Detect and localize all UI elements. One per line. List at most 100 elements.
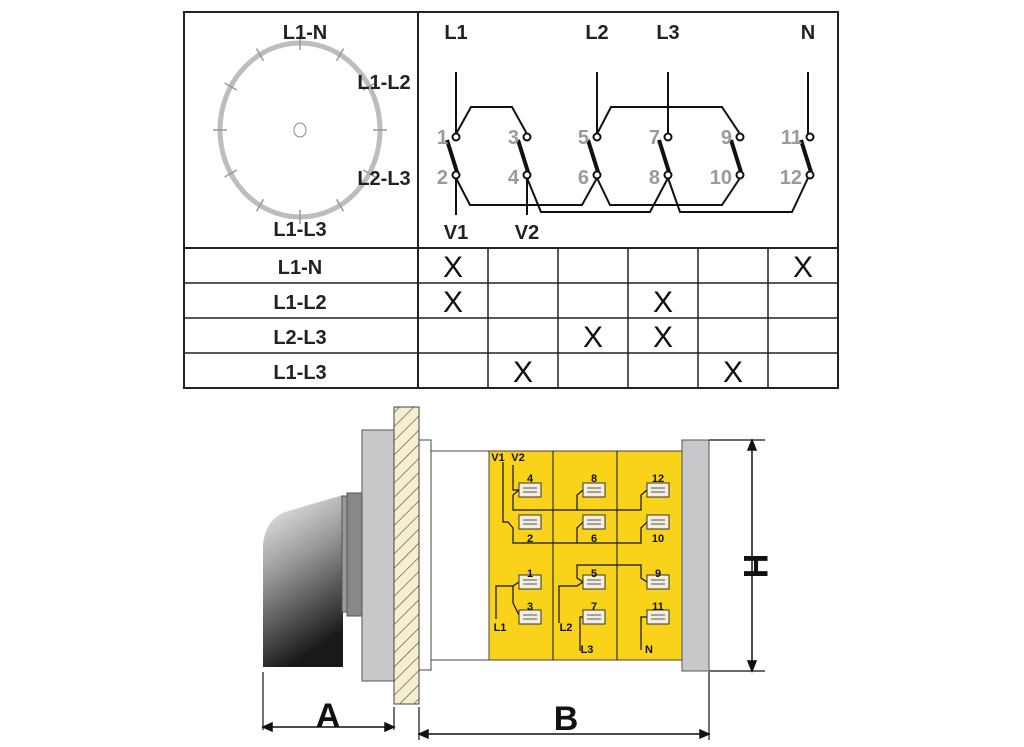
terminal-dot (592, 132, 602, 142)
dial-tick (255, 48, 265, 62)
terminal-label: 1 (527, 568, 533, 580)
switch-blade (445, 139, 459, 173)
switch-blade (586, 139, 600, 173)
terminal-clip (582, 574, 606, 590)
dial-tick (224, 169, 238, 178)
terminal-label: 6 (591, 533, 597, 545)
table-row-label: L1-L3 (273, 362, 326, 384)
table-row-label: L2-L3 (273, 327, 326, 349)
terminal-dot (592, 170, 602, 180)
terminal-label: 2 (527, 533, 533, 545)
terminal-dot (805, 170, 815, 180)
terminal-number: 6 (578, 167, 589, 189)
terminal-number: 11 (781, 127, 802, 149)
terminal-dot (735, 170, 745, 180)
dial-label: L1-L2 (357, 72, 410, 94)
terminal-number: 5 (578, 127, 589, 149)
terminal-label: 10 (652, 533, 664, 545)
switch-blade (516, 139, 530, 173)
table-row-label: L1-L2 (273, 292, 326, 314)
mounting-panel (393, 406, 420, 705)
terminal-clip (518, 609, 542, 625)
closed-contact-mark: X (723, 356, 743, 389)
wiring-schematic (455, 72, 809, 215)
output-label: V2 (515, 222, 539, 244)
terminal-dot (451, 170, 461, 180)
dial-tick (362, 169, 376, 178)
input-label: L1 (444, 22, 467, 44)
terminal-label: 7 (591, 601, 597, 613)
dial-label: L1-L3 (273, 219, 326, 241)
terminal-dot (663, 132, 673, 142)
wire-label: N (645, 644, 653, 656)
closed-contact-mark: X (443, 286, 463, 319)
terminal-number: 10 (710, 167, 732, 189)
terminal-clip (518, 482, 542, 498)
terminal-label: 5 (591, 568, 597, 580)
terminal-clip (582, 514, 606, 530)
dial-label: L2-L3 (357, 168, 410, 190)
terminal-number: 2 (437, 167, 448, 189)
dial-tick (224, 82, 238, 91)
switch-blade (799, 139, 813, 173)
terminal-dot (522, 132, 532, 142)
dimension-a-label: A (316, 697, 341, 735)
closed-contact-mark: X (583, 321, 603, 354)
switch-blade (729, 139, 743, 173)
terminal-dot (522, 170, 532, 180)
closed-contact-mark: X (513, 356, 533, 389)
input-label: N (801, 22, 815, 44)
terminal-label: 4 (527, 473, 534, 485)
terminal-number: 12 (780, 167, 802, 189)
terminal-clip (518, 514, 542, 530)
terminal-dot (735, 132, 745, 142)
input-label: L3 (656, 22, 679, 44)
terminal-clip (518, 574, 542, 590)
terminal-number: 7 (649, 127, 660, 149)
terminal-label: 9 (655, 568, 661, 580)
terminal-number: 8 (649, 167, 660, 189)
terminal-clip (646, 482, 670, 498)
dial-tick (255, 198, 265, 212)
closed-contact-mark: X (443, 251, 463, 284)
input-label: L2 (585, 22, 608, 44)
terminal-clip (646, 514, 670, 530)
table-row-label: L1-N (278, 257, 322, 279)
wire-label: V2 (511, 452, 524, 464)
terminal-clip (582, 609, 606, 625)
terminal-number: 3 (508, 127, 519, 149)
wire-label: L1 (494, 622, 507, 634)
terminal-number: 1 (437, 127, 448, 149)
dimension-h-label: H (736, 554, 774, 579)
switching-table (183, 11, 839, 389)
terminal-dot (451, 132, 461, 142)
terminal-clip (646, 574, 670, 590)
closed-contact-mark: X (653, 321, 673, 354)
terminal-number: 4 (508, 167, 520, 189)
terminal-label: 11 (652, 601, 664, 613)
terminal-label: 3 (527, 601, 533, 613)
terminal-number: 9 (721, 127, 732, 149)
rear-housing (681, 439, 710, 672)
wire-label: L2 (560, 622, 573, 634)
dimension-b-label: B (554, 700, 579, 738)
dial-plate (213, 36, 387, 224)
knob (263, 495, 343, 667)
switch-blade (657, 139, 671, 173)
terminal-label: 12 (652, 473, 664, 485)
terminal-clip (582, 482, 606, 498)
output-label: V1 (444, 222, 468, 244)
dial-tick (362, 82, 376, 91)
wire-label: L3 (581, 644, 594, 656)
closed-contact-mark: X (653, 286, 673, 319)
switch-contacts (445, 132, 815, 180)
terminal-dot (805, 132, 815, 142)
wire-label: V1 (491, 452, 504, 464)
dial-tick (335, 48, 345, 62)
dial-label: L1-N (283, 22, 327, 44)
terminal-clip (646, 609, 670, 625)
terminal-label: 8 (591, 473, 597, 485)
